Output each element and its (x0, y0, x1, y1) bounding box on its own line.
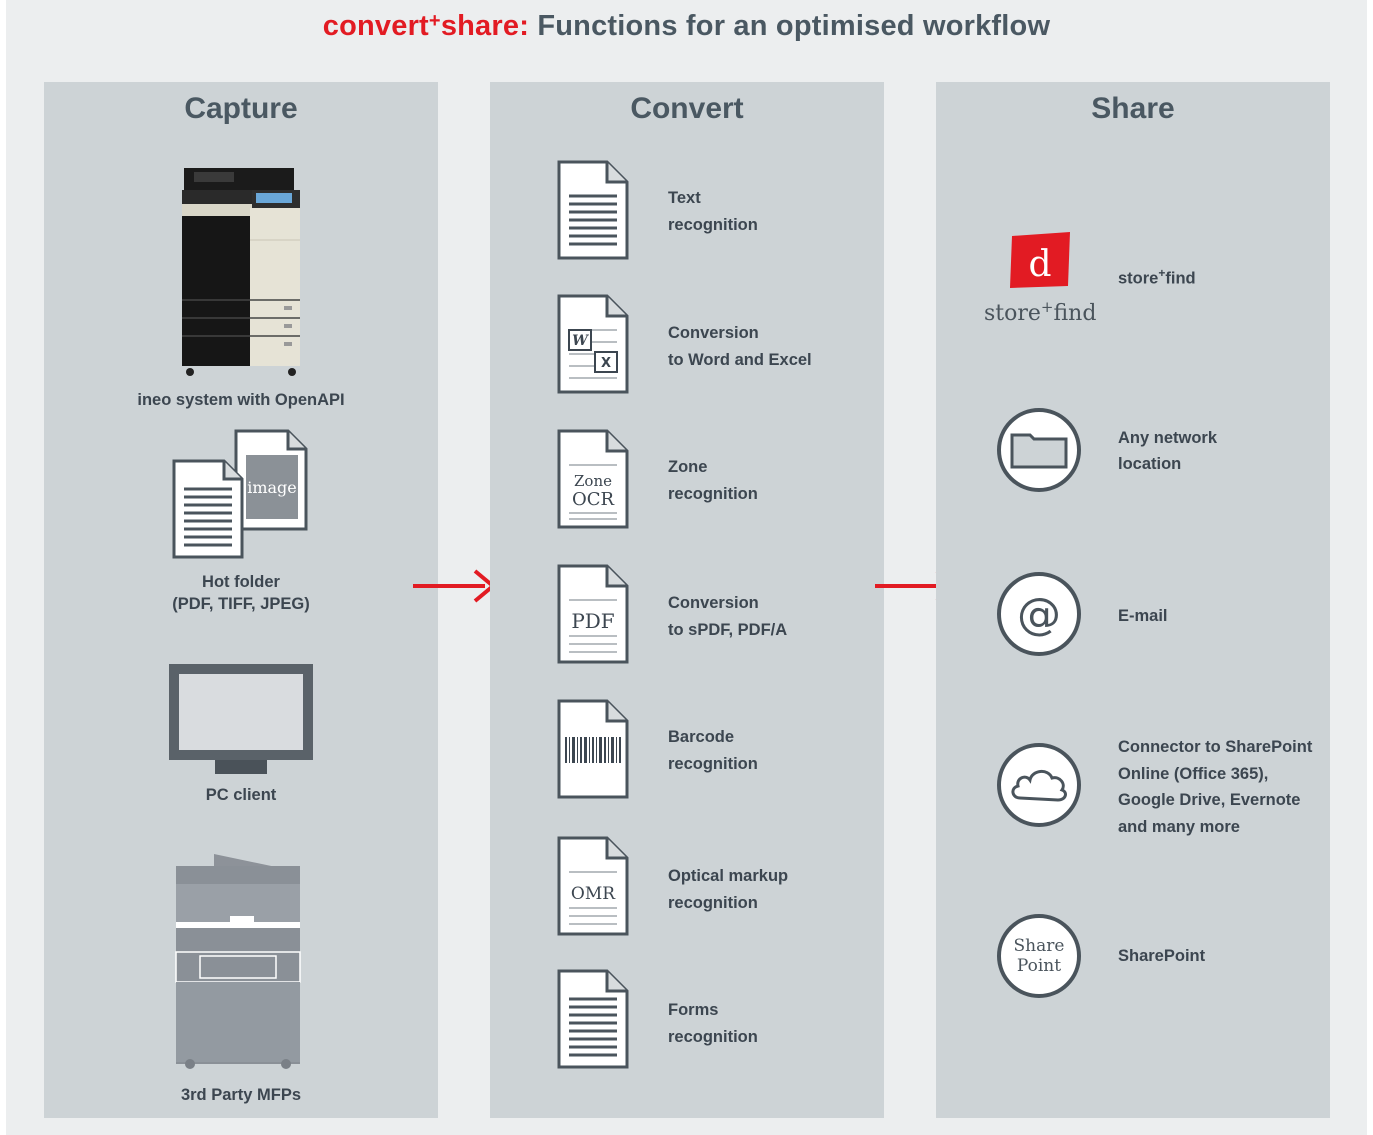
svg-text:d: d (1028, 244, 1051, 285)
convert-column-title: Convert (630, 92, 744, 125)
capture-item-third-party-label: 3rd Party MFPs (180, 1086, 302, 1104)
title-brand: convert+share: (322, 10, 530, 42)
svg-text:store+find: store+find (984, 298, 1096, 326)
svg-text:OCR: OCR (572, 489, 615, 510)
share-item-email-label: E-mail (1118, 607, 1168, 625)
hot-folder-icon: image (172, 429, 308, 559)
svg-text:PDF: PDF (571, 609, 614, 633)
svg-text:W: W (572, 333, 589, 349)
capture-item-pc-client-label: PC client (205, 786, 277, 804)
third-party-mfp-icon (175, 854, 301, 1069)
monitor-icon (169, 664, 313, 774)
share-item-sharepoint-label: SharePoint (1118, 947, 1206, 965)
share-column: Share d store+find store+find Any networ… (936, 82, 1330, 1118)
at-sign-icon: @ (997, 572, 1081, 656)
share-item-connector-label: Connector to SharePoint Online (Office 3… (1118, 738, 1313, 836)
sharepoint-icon: Share Point (997, 914, 1081, 998)
omr-document-icon: OMR (557, 836, 629, 936)
capture-item-ineo-label: ineo system with OpenAPI (137, 391, 345, 409)
forms-document-icon (557, 969, 629, 1069)
pdf-document-icon: PDF (557, 564, 629, 664)
text-document-icon (557, 160, 629, 260)
store-find-logo: d store+find (984, 232, 1096, 326)
zone-ocr-document-icon: Zone OCR (557, 429, 629, 529)
svg-text:Zone: Zone (574, 472, 612, 490)
share-item-store-find-label: store+find (1118, 266, 1196, 288)
page-title: convert+share: Functions for an optimise… (322, 10, 1051, 42)
capture-column: Capture ineo system with OpenAPI image (44, 82, 438, 1118)
hot-folder-image-text: image (247, 478, 297, 497)
barcode-document-icon (557, 699, 629, 799)
svg-text:Share: Share (1014, 936, 1065, 956)
capture-column-title: Capture (184, 92, 298, 125)
capture-item-hot-folder-label: Hot folder (PDF, TIFF, JPEG) (172, 573, 310, 613)
cloud-icon (997, 743, 1081, 827)
svg-text:Point: Point (1017, 956, 1061, 976)
svg-text:X: X (601, 356, 611, 371)
folder-icon (997, 408, 1081, 492)
share-column-title: Share (1091, 92, 1175, 125)
svg-text:OMR: OMR (571, 884, 616, 904)
word-excel-document-icon: W X (557, 294, 629, 394)
svg-text:@: @ (1017, 589, 1061, 640)
capture-to-convert-arrow (413, 569, 497, 603)
mfp-printer-icon (182, 168, 300, 376)
